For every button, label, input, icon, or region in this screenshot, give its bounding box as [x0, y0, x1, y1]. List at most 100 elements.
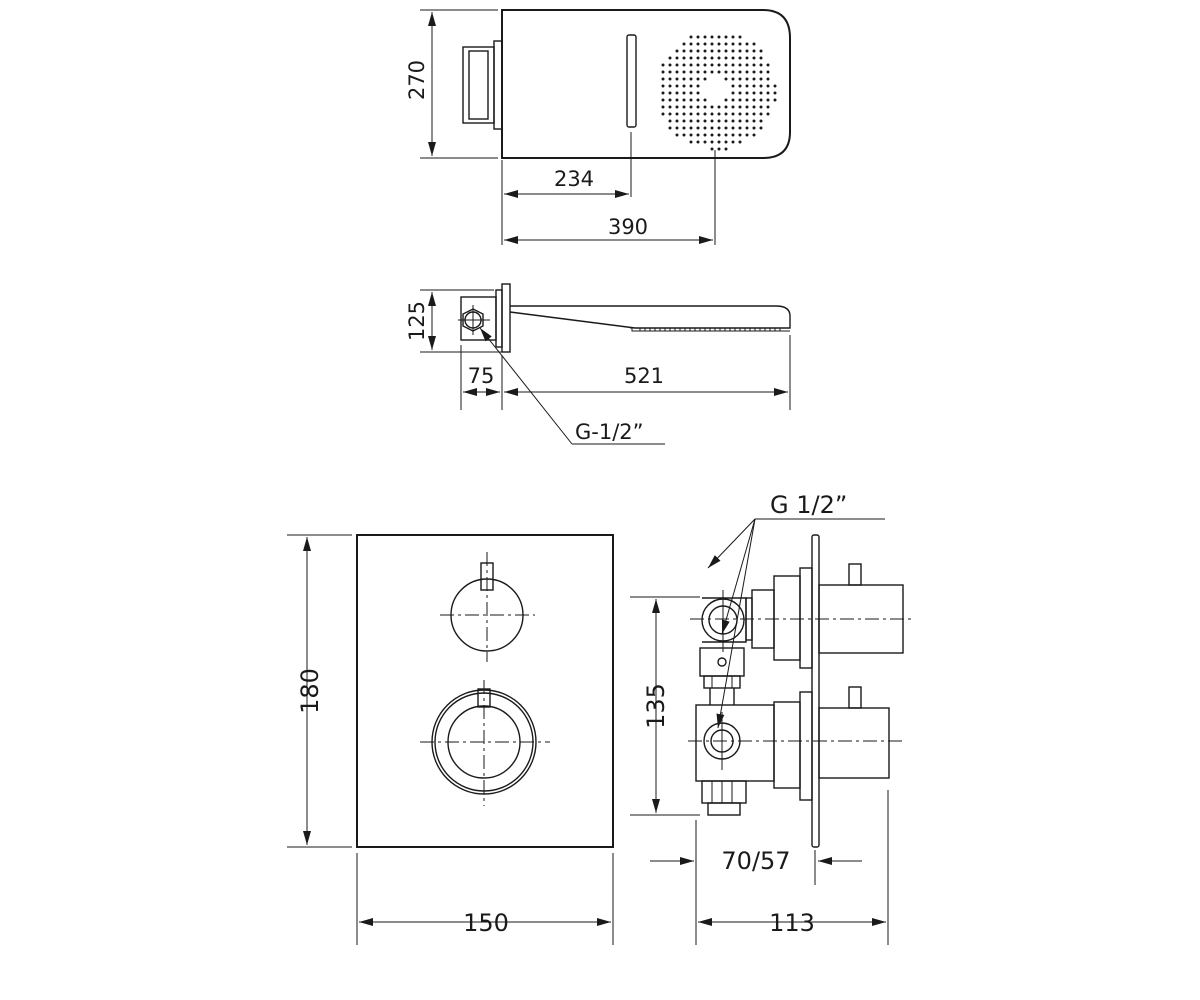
spray-hole — [668, 63, 672, 67]
spray-hole — [759, 84, 763, 88]
spray-hole — [703, 105, 707, 109]
lower-valve-group — [688, 686, 905, 816]
spray-hole — [759, 56, 763, 60]
spray-hole — [724, 140, 728, 144]
spray-hole — [710, 63, 714, 67]
spray-hole — [710, 126, 714, 130]
thread-label-valve: G 1/2” — [770, 491, 847, 519]
spray-hole — [717, 119, 721, 123]
spray-hole — [752, 56, 756, 60]
spray-hole — [731, 56, 735, 60]
spray-hole — [724, 70, 728, 74]
spray-hole — [675, 49, 679, 53]
spray-hole — [710, 56, 714, 60]
spray-hole — [675, 98, 679, 102]
spray-hole — [682, 56, 686, 60]
spray-hole — [710, 105, 714, 109]
spray-hole — [731, 63, 735, 67]
spray-hole — [696, 140, 700, 144]
spray-hole — [689, 77, 693, 81]
spray-hole — [766, 63, 770, 67]
spray-hole — [731, 98, 735, 102]
spray-hole — [738, 98, 742, 102]
spray-hole — [752, 42, 756, 46]
spray-hole — [668, 56, 672, 60]
spray-hole — [682, 133, 686, 137]
spray-hole — [766, 112, 770, 116]
spray-hole — [752, 98, 756, 102]
spray-hole — [682, 112, 686, 116]
spray-hole — [745, 105, 749, 109]
dim-label-234: 234 — [554, 167, 594, 191]
spray-hole — [661, 84, 665, 88]
faceplate-outline — [356, 534, 614, 848]
spray-hole — [682, 63, 686, 67]
spray-hole — [752, 91, 756, 95]
spray-hole — [745, 56, 749, 60]
spray-hole — [682, 42, 686, 46]
spray-hole — [689, 56, 693, 60]
spray-hole — [738, 77, 742, 81]
spray-hole — [745, 84, 749, 88]
spray-hole — [745, 98, 749, 102]
spray-hole — [731, 140, 735, 144]
spray-hole — [668, 105, 672, 109]
spray-hole — [759, 70, 763, 74]
dim-label-521: 521 — [624, 364, 664, 388]
spray-hole — [717, 42, 721, 46]
spray-hole — [724, 98, 728, 102]
spray-hole — [689, 126, 693, 130]
spray-hole — [738, 35, 742, 39]
spray-hole — [745, 42, 749, 46]
spray-hole — [689, 112, 693, 116]
spray-hole — [717, 133, 721, 137]
spray-hole — [696, 84, 700, 88]
spray-hole — [717, 105, 721, 109]
spray-hole — [731, 91, 735, 95]
dim-label-135: 135 — [642, 683, 670, 729]
spray-hole — [710, 140, 714, 144]
spray-hole — [766, 105, 770, 109]
spray-hole — [661, 112, 665, 116]
spray-hole — [703, 42, 707, 46]
spray-hole — [752, 49, 756, 53]
spray-hole — [731, 126, 735, 130]
spray-hole — [773, 98, 777, 102]
spray-hole — [682, 119, 686, 123]
spray-hole — [689, 133, 693, 137]
thread-leader — [479, 327, 573, 445]
spray-hole — [675, 56, 679, 60]
spray-hole — [752, 63, 756, 67]
spray-hole — [703, 56, 707, 60]
spray-hole — [668, 98, 672, 102]
thread-label-head: G-1/2” — [575, 420, 644, 444]
dim-label-150: 150 — [463, 909, 509, 937]
spray-hole — [766, 98, 770, 102]
spray-hole — [682, 91, 686, 95]
spray-hole — [696, 112, 700, 116]
spray-hole — [703, 119, 707, 123]
cover-plate-profile — [811, 534, 820, 848]
spray-hole — [724, 105, 728, 109]
spray-hole — [689, 140, 693, 144]
spray-hole — [717, 112, 721, 116]
spray-hole — [745, 70, 749, 74]
thread-leader-a — [707, 518, 756, 569]
dim-label-180: 180 — [296, 668, 324, 714]
thermostat-knob — [420, 680, 550, 806]
spray-hole — [766, 84, 770, 88]
spray-hole — [668, 70, 672, 74]
spray-hole — [710, 133, 714, 137]
spray-hole — [752, 112, 756, 116]
spray-hole — [766, 77, 770, 81]
shower-head-outline — [501, 9, 791, 159]
spray-hole — [738, 91, 742, 95]
spray-hole — [661, 63, 665, 67]
spray-hole — [710, 35, 714, 39]
spray-hole — [696, 105, 700, 109]
spray-hole — [745, 126, 749, 130]
spray-hole — [724, 49, 728, 53]
shower-head-side-view: 125 75 521 G-1/2” — [405, 283, 791, 445]
spray-hole — [696, 126, 700, 130]
